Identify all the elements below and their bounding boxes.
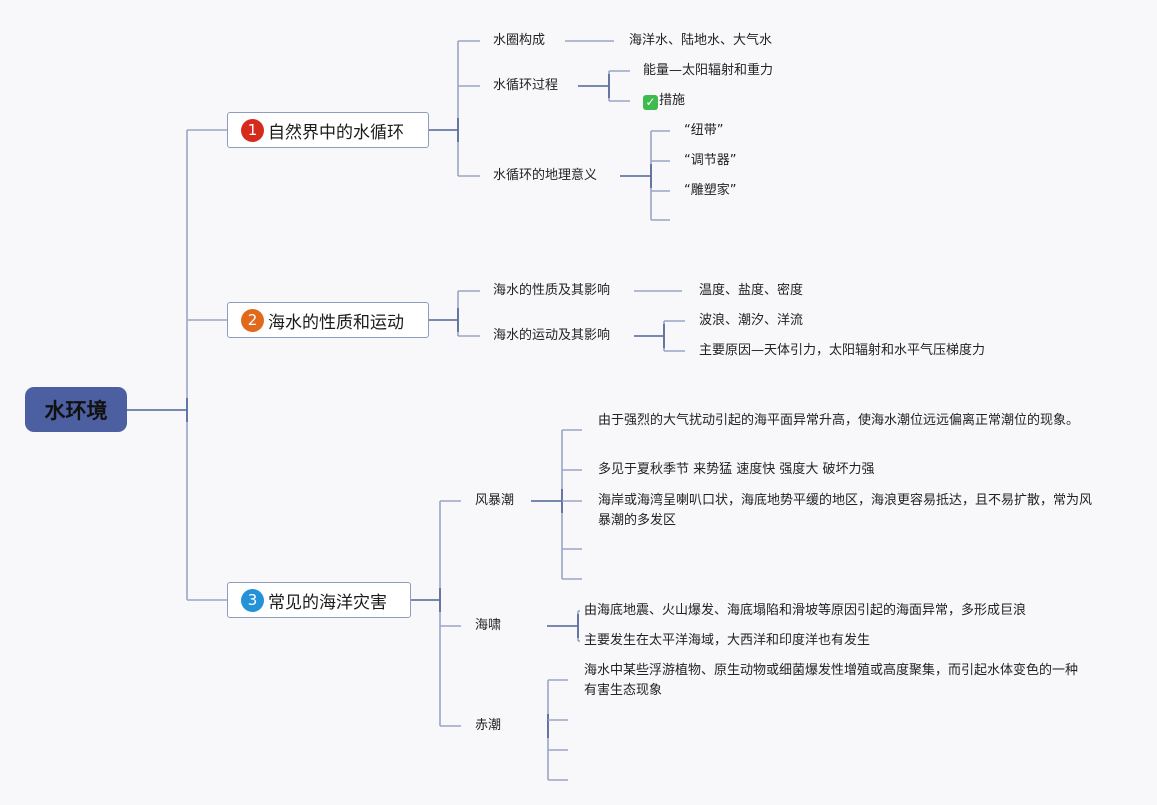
leaf-node[interactable]: 温度、盐度、密度 [699, 283, 804, 298]
root-node[interactable]: 水环境 [25, 387, 127, 432]
root-label: 水环境 [44, 398, 108, 423]
topic-natural-water-cycle[interactable]: 1 自然界中的水循环 [227, 112, 429, 148]
topic-marine-disasters[interactable]: 3 常见的海洋灾害 [227, 582, 411, 618]
subtopic[interactable]: 水循环过程 [493, 78, 559, 93]
subtopic[interactable]: 风暴潮 [475, 493, 515, 508]
leaf-node[interactable]: 多见于夏秋季节 来势猛 速度快 强度大 破坏力强 [598, 462, 875, 477]
number-badge-icon: 1 [241, 118, 264, 142]
topic-label: 常见的海洋灾害 [268, 592, 387, 613]
topic-label: 自然界中的水循环 [268, 122, 404, 143]
leaf-node[interactable]: 由海底地震、火山爆发、海底塌陷和滑坡等原因引起的海面异常，多形成巨浪 [584, 603, 1027, 618]
leaf-label: 措施 [659, 93, 686, 108]
subtopic[interactable]: 水圈构成 [493, 33, 546, 48]
number-badge-icon: 3 [241, 588, 264, 612]
topic-label: 海水的性质和运动 [268, 312, 404, 333]
leaf-node[interactable]: 主要原因—天体引力，太阳辐射和水平气压梯度力 [699, 343, 986, 358]
leaf-node[interactable]: 海洋水、陆地水、大气水 [629, 33, 773, 48]
leaf-node[interactable]: 主要发生在太平洋海域，大西洋和印度洋也有发生 [584, 633, 871, 648]
leaf-node[interactable]: 由于强烈的大气扰动引起的海平面异常升高，使海水潮位远远偏离正常潮位的现象。 [598, 413, 1080, 428]
leaf-node[interactable]: 海水中某些浮游植物、原生动物或细菌爆发性增殖或高度聚集，而引起水体变色的一种有害… [584, 663, 1079, 698]
subtopic[interactable]: 赤潮 [475, 718, 502, 733]
subtopic[interactable]: 海水的运动及其影响 [493, 328, 611, 343]
check-icon: ✓ [643, 94, 658, 110]
leaf-node[interactable]: ✓措施 [643, 91, 685, 111]
subtopic[interactable]: 海水的性质及其影响 [493, 283, 611, 298]
leaf-node[interactable]: “调节器” [684, 153, 737, 168]
subtopic[interactable]: 海啸 [475, 618, 502, 633]
leaf-node[interactable]: 波浪、潮汐、洋流 [699, 313, 804, 328]
leaf-node[interactable]: “纽带” [684, 123, 724, 138]
number-badge-icon: 2 [241, 308, 264, 332]
leaf-node[interactable]: “雕塑家” [684, 183, 737, 198]
leaf-node[interactable]: 海岸或海湾呈喇叭口状，海底地势平缓的地区，海浪更容易抵达，且不易扩散，常为风暴潮… [598, 493, 1093, 528]
subtopic[interactable]: 水循环的地理意义 [493, 168, 598, 183]
topic-seawater-properties[interactable]: 2 海水的性质和运动 [227, 302, 429, 338]
leaf-node[interactable]: 能量—太阳辐射和重力 [643, 63, 774, 78]
